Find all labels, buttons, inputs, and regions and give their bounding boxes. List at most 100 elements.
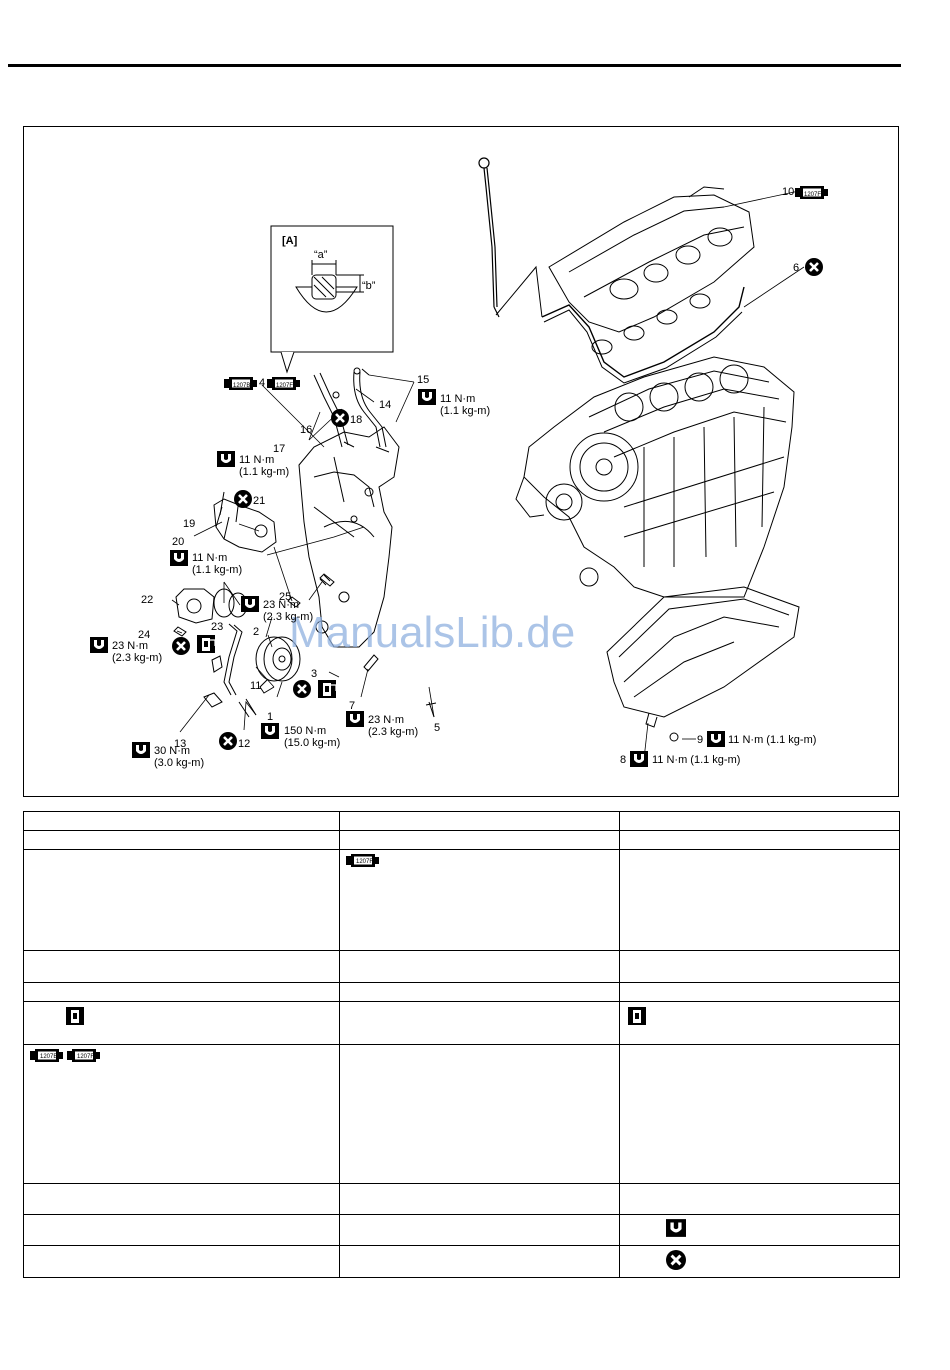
no-reuse-marks (170, 256, 825, 752)
table-row (23, 1001, 900, 1045)
callout-12: 12 (238, 738, 250, 750)
torque-13-nm: 30 N·m (154, 745, 190, 757)
callout-14: 14 (379, 399, 391, 411)
torque-1-kgm: (15.0 kg-m) (284, 737, 340, 749)
torque-15-kgm: (1.1 kg-m) (440, 405, 490, 417)
callout-24: 24 (138, 629, 150, 641)
callout-15: 15 (417, 374, 429, 386)
svg-text:1207B: 1207B (40, 1054, 57, 1060)
callout-3: 3 (311, 668, 317, 680)
callout-7: 7 (349, 700, 355, 712)
torque-15-nm: 11 N·m (440, 393, 475, 405)
timing-cover-assembly (173, 367, 437, 718)
callout-23: 23 (211, 621, 223, 633)
callout-21: 21 (253, 495, 265, 507)
do-not-reuse-icon (803, 256, 825, 278)
sealant-tube-icon: 1207F (346, 854, 379, 867)
table-row (23, 1245, 900, 1278)
oil-can-icon (66, 1007, 84, 1025)
torque-icon (707, 731, 725, 747)
oil-pan (606, 586, 800, 742)
torque-7-kgm: (2.3 kg-m) (368, 726, 418, 738)
callout-20: 20 (172, 536, 184, 548)
do-not-reuse-icon (666, 1250, 686, 1270)
callout-10: 10 (782, 186, 794, 198)
torque-icon (418, 389, 436, 405)
table-row (23, 982, 900, 1002)
leader-lines (171, 190, 805, 760)
top-rule (8, 64, 901, 67)
do-not-reuse-icon (291, 678, 313, 700)
sealant-1207b-label: 1207B (233, 383, 250, 389)
torque-icon (261, 723, 279, 739)
svg-text:1207F: 1207F (356, 859, 373, 865)
watermark: ManualsLib.de (289, 608, 575, 657)
do-not-reuse-icon (232, 488, 254, 510)
callout-2: 2 (253, 626, 259, 638)
oil-dipstick (478, 157, 500, 318)
cylinder-head-cover (495, 186, 755, 384)
table-row (23, 1183, 900, 1215)
callout-8: 8 (620, 754, 626, 766)
callout-22: 22 (141, 594, 153, 606)
torque-8: 11 N·m (1.1 kg-m) (652, 754, 740, 766)
torque-icon (666, 1219, 686, 1237)
callout-19: 19 (183, 518, 195, 530)
torque-1-nm: 150 N·m (284, 725, 326, 737)
do-not-reuse-icon (329, 407, 351, 429)
table-row: 1207F (23, 849, 900, 951)
torque-24-nm: 23 N·m (112, 640, 148, 652)
torque-7-nm: 23 N·m (368, 714, 404, 726)
callout-9: 9 (697, 734, 703, 746)
engine-exploded-diagram: [A] “a” “b” (23, 126, 899, 797)
torque-13-kgm: (3.0 kg-m) (154, 757, 204, 769)
callout-5: 5 (434, 722, 440, 734)
torque-17-kgm: (1.1 kg-m) (239, 466, 289, 478)
do-not-reuse-icon (170, 635, 192, 657)
torque-icon (170, 550, 188, 566)
torque-icon (217, 451, 235, 467)
table-row (23, 1214, 900, 1246)
torque-25-kgm: (2.3 kg-m) (263, 611, 313, 623)
torque-icon (630, 751, 648, 767)
callout-4: 4 (259, 377, 265, 389)
sealant-tube-icon: 1207B (30, 1049, 63, 1062)
torque-17-nm: 11 N·m (239, 454, 274, 466)
torque-20-nm: 11 N·m (192, 552, 227, 564)
torque-24-kgm: (2.3 kg-m) (112, 652, 162, 664)
sealant-marks: 1207B 1207F 1207F (224, 186, 828, 390)
callout-6: 6 (793, 262, 799, 274)
oil-can-icon (196, 634, 216, 654)
detail-inset-a: [A] “a” “b” (270, 225, 394, 374)
oil-can-icon (628, 1007, 646, 1025)
table-row: 1207B 1207F (23, 1044, 900, 1184)
svg-text:1207F: 1207F (77, 1054, 94, 1060)
engine-block (515, 356, 795, 598)
table-row (23, 830, 900, 850)
oil-can-icon (317, 679, 337, 699)
torque-icon (241, 596, 259, 612)
callout-16: 16 (300, 424, 312, 436)
callout-13: 13 (174, 738, 186, 750)
torque-icon (132, 742, 150, 758)
sealant-1207f-label-cover: 1207F (804, 192, 821, 198)
torque-25-nm: 23 N·m (263, 599, 299, 611)
table-row (23, 950, 900, 983)
torque-icon (90, 637, 108, 653)
sealant-1207f-label: 1207F (276, 383, 293, 389)
callout-numbers: 10 6 15 14 18 16 17 4 21 19 20 22 23 24 … (138, 186, 799, 766)
torque-9: 11 N·m (1.1 kg-m) (728, 734, 816, 746)
callout-17: 17 (273, 443, 285, 455)
torque-20-kgm: (1.1 kg-m) (192, 564, 242, 576)
detail-label: [A] (282, 235, 298, 247)
dim-b-label: “b” (362, 280, 376, 292)
callout-1: 1 (267, 711, 273, 723)
torque-icon (346, 711, 364, 727)
table-row (23, 811, 900, 831)
sealant-tube-icon: 1207F (67, 1049, 101, 1062)
callout-25: 25 (279, 591, 291, 603)
legend-table: 1207F 1207B 1207F (23, 811, 900, 1278)
callout-11: 11 (250, 680, 261, 692)
dim-a-label: “a” (314, 249, 328, 261)
torque-specs: 11 N·m (1.1 kg-m) 11 N·m (1.1 kg-m) 11 N… (90, 389, 816, 769)
